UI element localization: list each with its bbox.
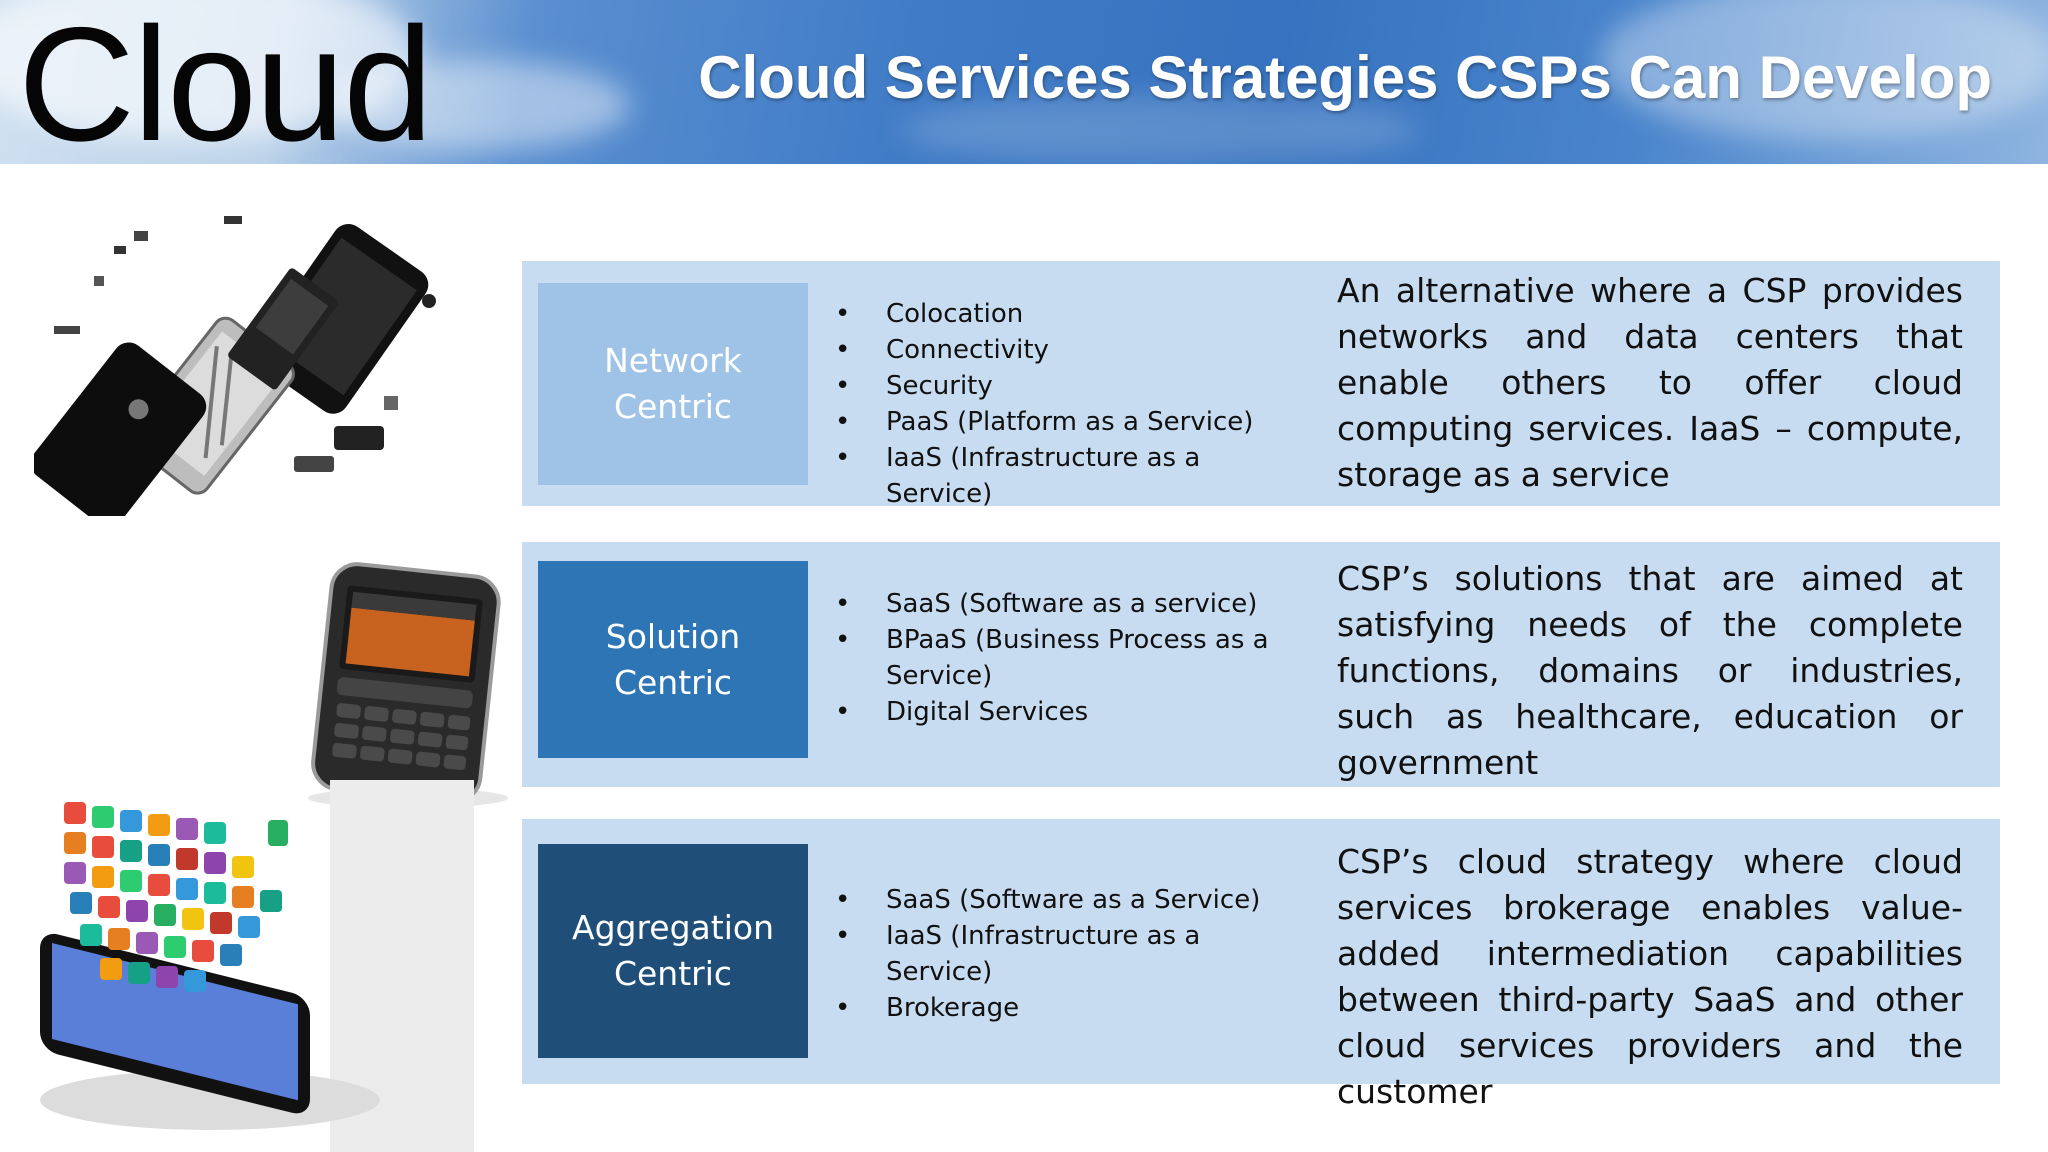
strategy-row-network: Network Centric Colocation Connectivity … [522, 261, 2000, 509]
category-label-line2: Centric [613, 954, 733, 993]
category-label-line1: Network [604, 341, 742, 380]
strategy-row-solution: Solution Centric SaaS (Software as a ser… [522, 542, 2000, 787]
category-label-line2: Centric [613, 387, 733, 426]
bullet-item: IaaS (Infrastructure as a Service) [835, 918, 1305, 990]
description-network: An alternative where a CSP provides netw… [1337, 271, 1963, 494]
bullet-list-aggregation: SaaS (Software as a Service) IaaS (Infra… [835, 882, 1305, 1026]
slide-title: Cloud Services Strategies CSPs Can Devel… [698, 44, 1992, 111]
bullet-item: Digital Services [835, 694, 1305, 730]
bullet-item: SaaS (Software as a service) [835, 586, 1305, 622]
bullet-list-network: Colocation Connectivity Security PaaS (P… [835, 296, 1305, 512]
category-label-line1: Solution [605, 616, 741, 656]
bullet-item: BPaaS (Business Process as a Service) [835, 622, 1305, 694]
bullet-item: Brokerage [835, 990, 1305, 1026]
category-box-solution-centric: Solution Centric [538, 561, 808, 758]
category-box-aggregation-centric: Aggregation Centric [538, 844, 808, 1058]
description-solution: CSP’s solutions that are aimed at satisf… [1337, 559, 1963, 782]
brand-title: Cloud [18, 0, 433, 165]
header-banner: Cloud Cloud Services Strategies CSPs Can… [0, 0, 2048, 164]
category-label-line2: Centric [613, 662, 733, 702]
bullet-item: Security [835, 368, 1305, 404]
bullet-list-solution: SaaS (Software as a service) BPaaS (Busi… [835, 586, 1305, 730]
category-label-line1: Aggregation [572, 908, 774, 947]
description-aggregation: CSP’s cloud strategy where cloud service… [1337, 842, 1963, 1111]
bullet-item: PaaS (Platform as a Service) [835, 404, 1305, 440]
bullet-item: Colocation [835, 296, 1305, 332]
disassembled-smartphone-icon [34, 216, 436, 516]
bullet-item: SaaS (Software as a Service) [835, 882, 1305, 918]
smartphone-app-icons-icon [40, 780, 474, 1152]
strategy-row-aggregation: Aggregation Centric SaaS (Software as a … [522, 819, 2000, 1111]
bullet-item: Connectivity [835, 332, 1305, 368]
category-box-network-centric: Network Centric [538, 283, 808, 485]
bullet-item: IaaS (Infrastructure as a Service) [835, 440, 1305, 512]
